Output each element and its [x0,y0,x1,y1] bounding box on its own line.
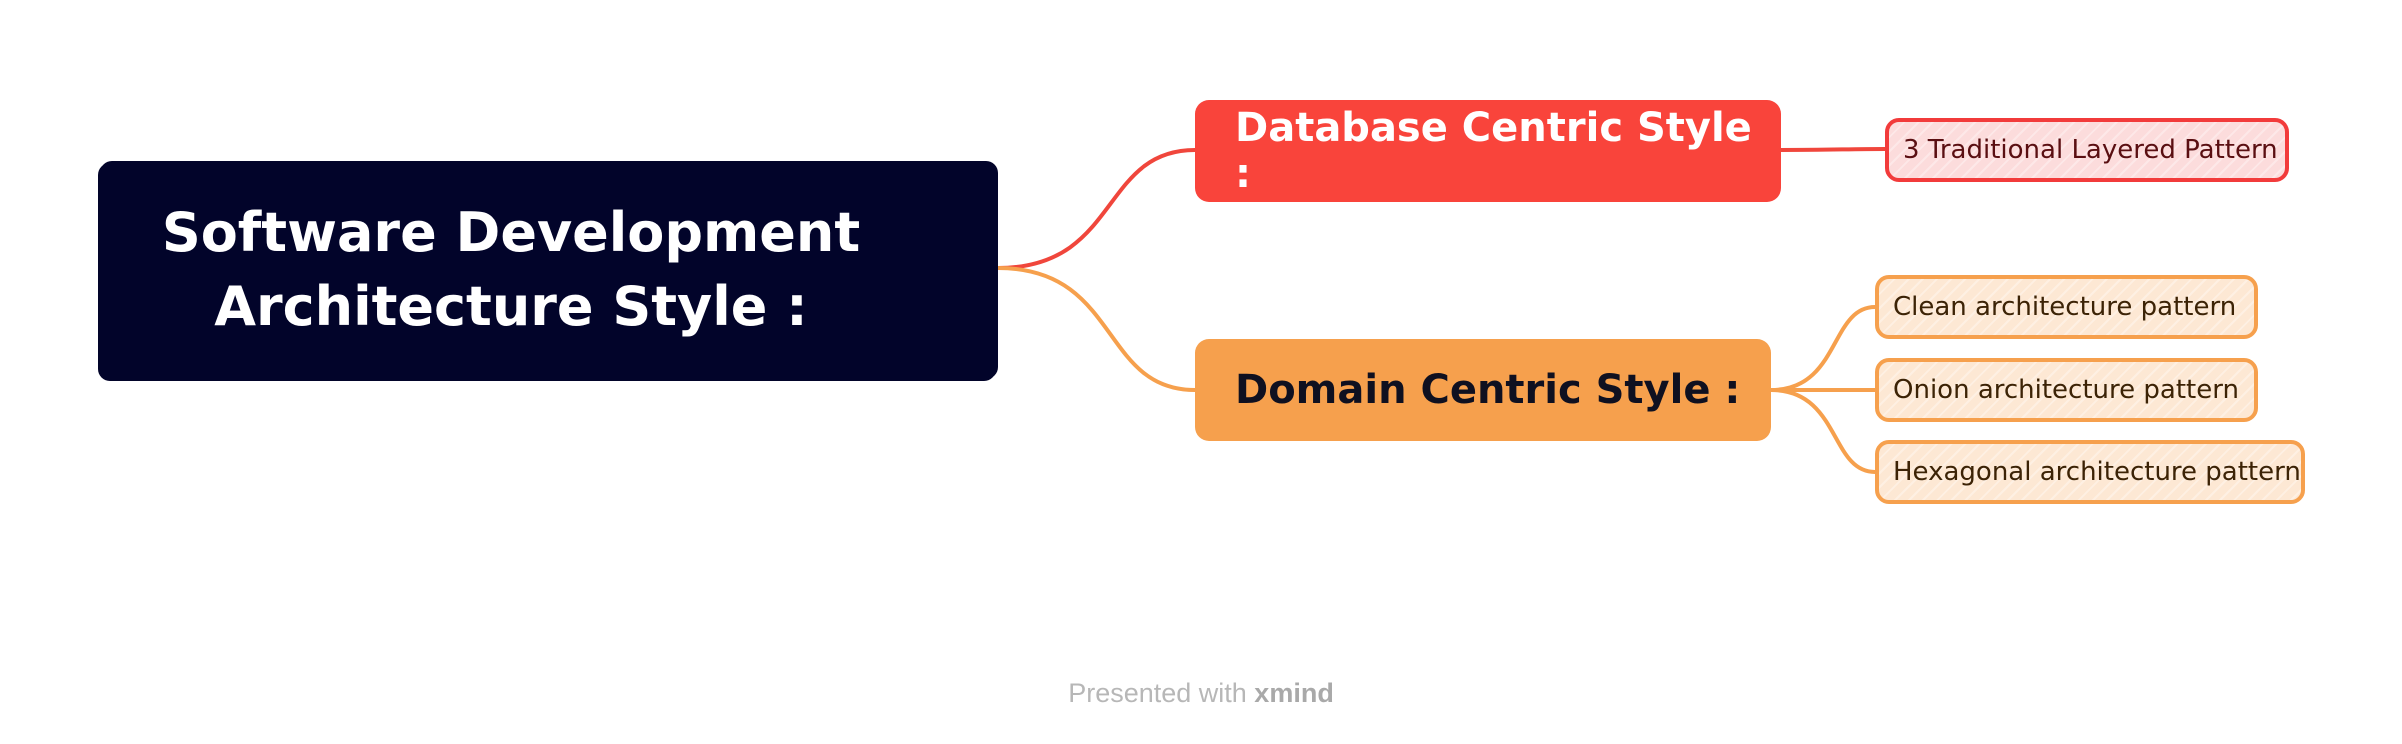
hexagonal-architecture-label: Hexagonal architecture pattern [1893,457,2301,487]
layered-pattern-topic[interactable]: 3 Traditional Layered Pattern [1885,118,2289,182]
domain-centric-topic[interactable]: Domain Centric Style : [1195,339,1771,441]
connector-domain-to-clean [1770,305,1876,392]
clean-architecture-topic[interactable]: Clean architecture pattern [1875,275,2258,339]
onion-architecture-label: Onion architecture pattern [1893,375,2239,405]
footer-prefix: Presented with [1068,678,1255,708]
root-topic-line-1: Software Development [161,201,861,264]
database-centric-label: Database Centric Style : [1235,105,1752,197]
connector-root-to-database [997,148,1196,270]
connector-root-to-domain [997,266,1196,392]
clean-architecture-label: Clean architecture pattern [1893,292,2237,322]
database-centric-topic[interactable]: Database Centric Style : [1195,100,1781,202]
onion-architecture-topic[interactable]: Onion architecture pattern [1875,358,2258,422]
layered-pattern-label: 3 Traditional Layered Pattern [1903,135,2278,165]
connector-domain-to-hexagonal [1770,388,1876,474]
root-topic[interactable]: Software Development Architecture Style … [100,161,998,379]
domain-centric-label: Domain Centric Style : [1235,367,1741,413]
presented-with-footer: Presented with xmind [0,678,2402,709]
connector-database-to-layered [1780,147,1886,152]
xmind-brand[interactable]: xmind [1254,678,1334,708]
hexagonal-architecture-topic[interactable]: Hexagonal architecture pattern [1875,440,2305,504]
root-topic-line-2: Architecture Style : [214,275,808,338]
